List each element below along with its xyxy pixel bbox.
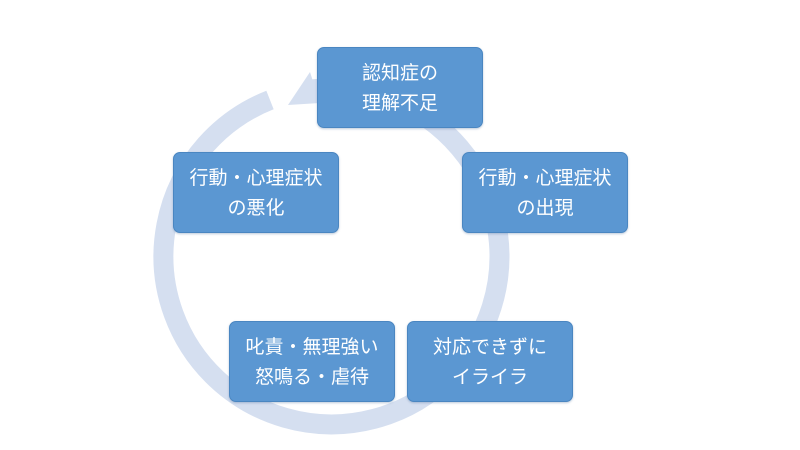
node-abuse: 叱責・無理強い 怒鳴る・虐待 — [229, 321, 395, 402]
node-label-line2: の出現 — [516, 196, 574, 219]
node-label-line2: 怒鳴る・虐待 — [254, 365, 369, 388]
node-label-line2: の悪化 — [227, 196, 285, 219]
node-label-line1: 認知症の — [361, 61, 438, 84]
node-label-line1: 行動・心理症状 — [478, 166, 612, 189]
node-symptoms-worsen: 行動・心理症状 の悪化 — [173, 152, 339, 233]
cycle-arc — [153, 78, 510, 435]
cycle-arrowhead — [288, 72, 320, 105]
node-frustration: 対応できずに イライラ — [407, 321, 573, 402]
node-label-line1: 叱責・無理強い — [245, 335, 379, 358]
node-symptoms-appear: 行動・心理症状 の出現 — [462, 152, 628, 233]
node-label-line1: 対応できずに — [432, 335, 547, 358]
node-lack-of-understanding: 認知症の 理解不足 — [317, 47, 483, 128]
node-label-line2: イライラ — [451, 365, 528, 388]
node-label-line1: 行動・心理症状 — [189, 166, 323, 189]
node-label-line2: 理解不足 — [361, 91, 438, 114]
